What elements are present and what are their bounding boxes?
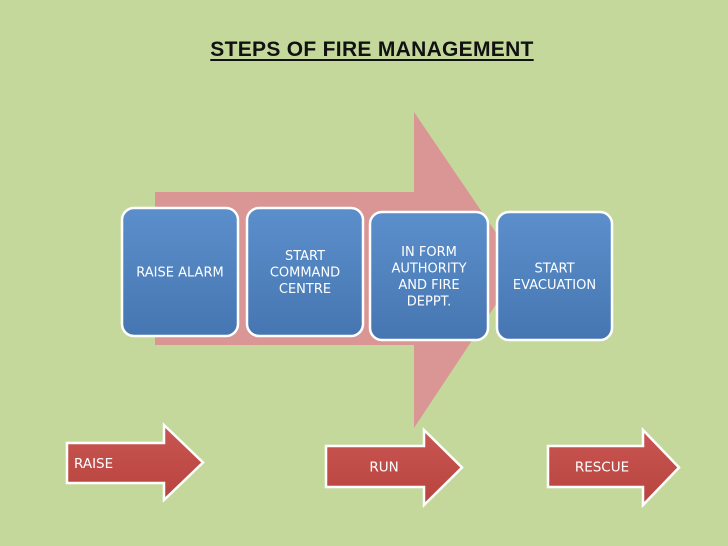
step-1-label-line: RAISE ALARM bbox=[136, 266, 223, 281]
step-4-label-line: EVACUATION bbox=[513, 278, 596, 293]
step-box-1: RAISE ALARM bbox=[120, 206, 240, 338]
step-4-label-line: START bbox=[534, 261, 574, 276]
run-arrow-label: RUN bbox=[369, 460, 398, 476]
raise-arrow: RAISE bbox=[65, 422, 205, 503]
raise-arrow-label: RAISE bbox=[74, 456, 113, 472]
step-3-label-line: IN FORM bbox=[401, 245, 457, 260]
rescue-arrow: RESCUE bbox=[546, 426, 681, 509]
step-3-label-line: AND FIRE bbox=[398, 278, 459, 293]
page-title: STEPS OF FIRE MANAGEMENT bbox=[210, 38, 534, 61]
step-3-label-line: AUTHORITY bbox=[391, 261, 466, 276]
step-3-label-line: DEPPT. bbox=[407, 294, 451, 309]
step-2-label-line: COMMAND bbox=[270, 266, 340, 281]
rescue-arrow-label: RESCUE bbox=[575, 460, 629, 476]
step-2-label-line: START bbox=[285, 249, 325, 264]
run-arrow: RUN bbox=[324, 427, 464, 508]
step-box-4: START EVACUATION bbox=[495, 210, 614, 342]
step-2-label-line: CENTRE bbox=[279, 282, 331, 297]
